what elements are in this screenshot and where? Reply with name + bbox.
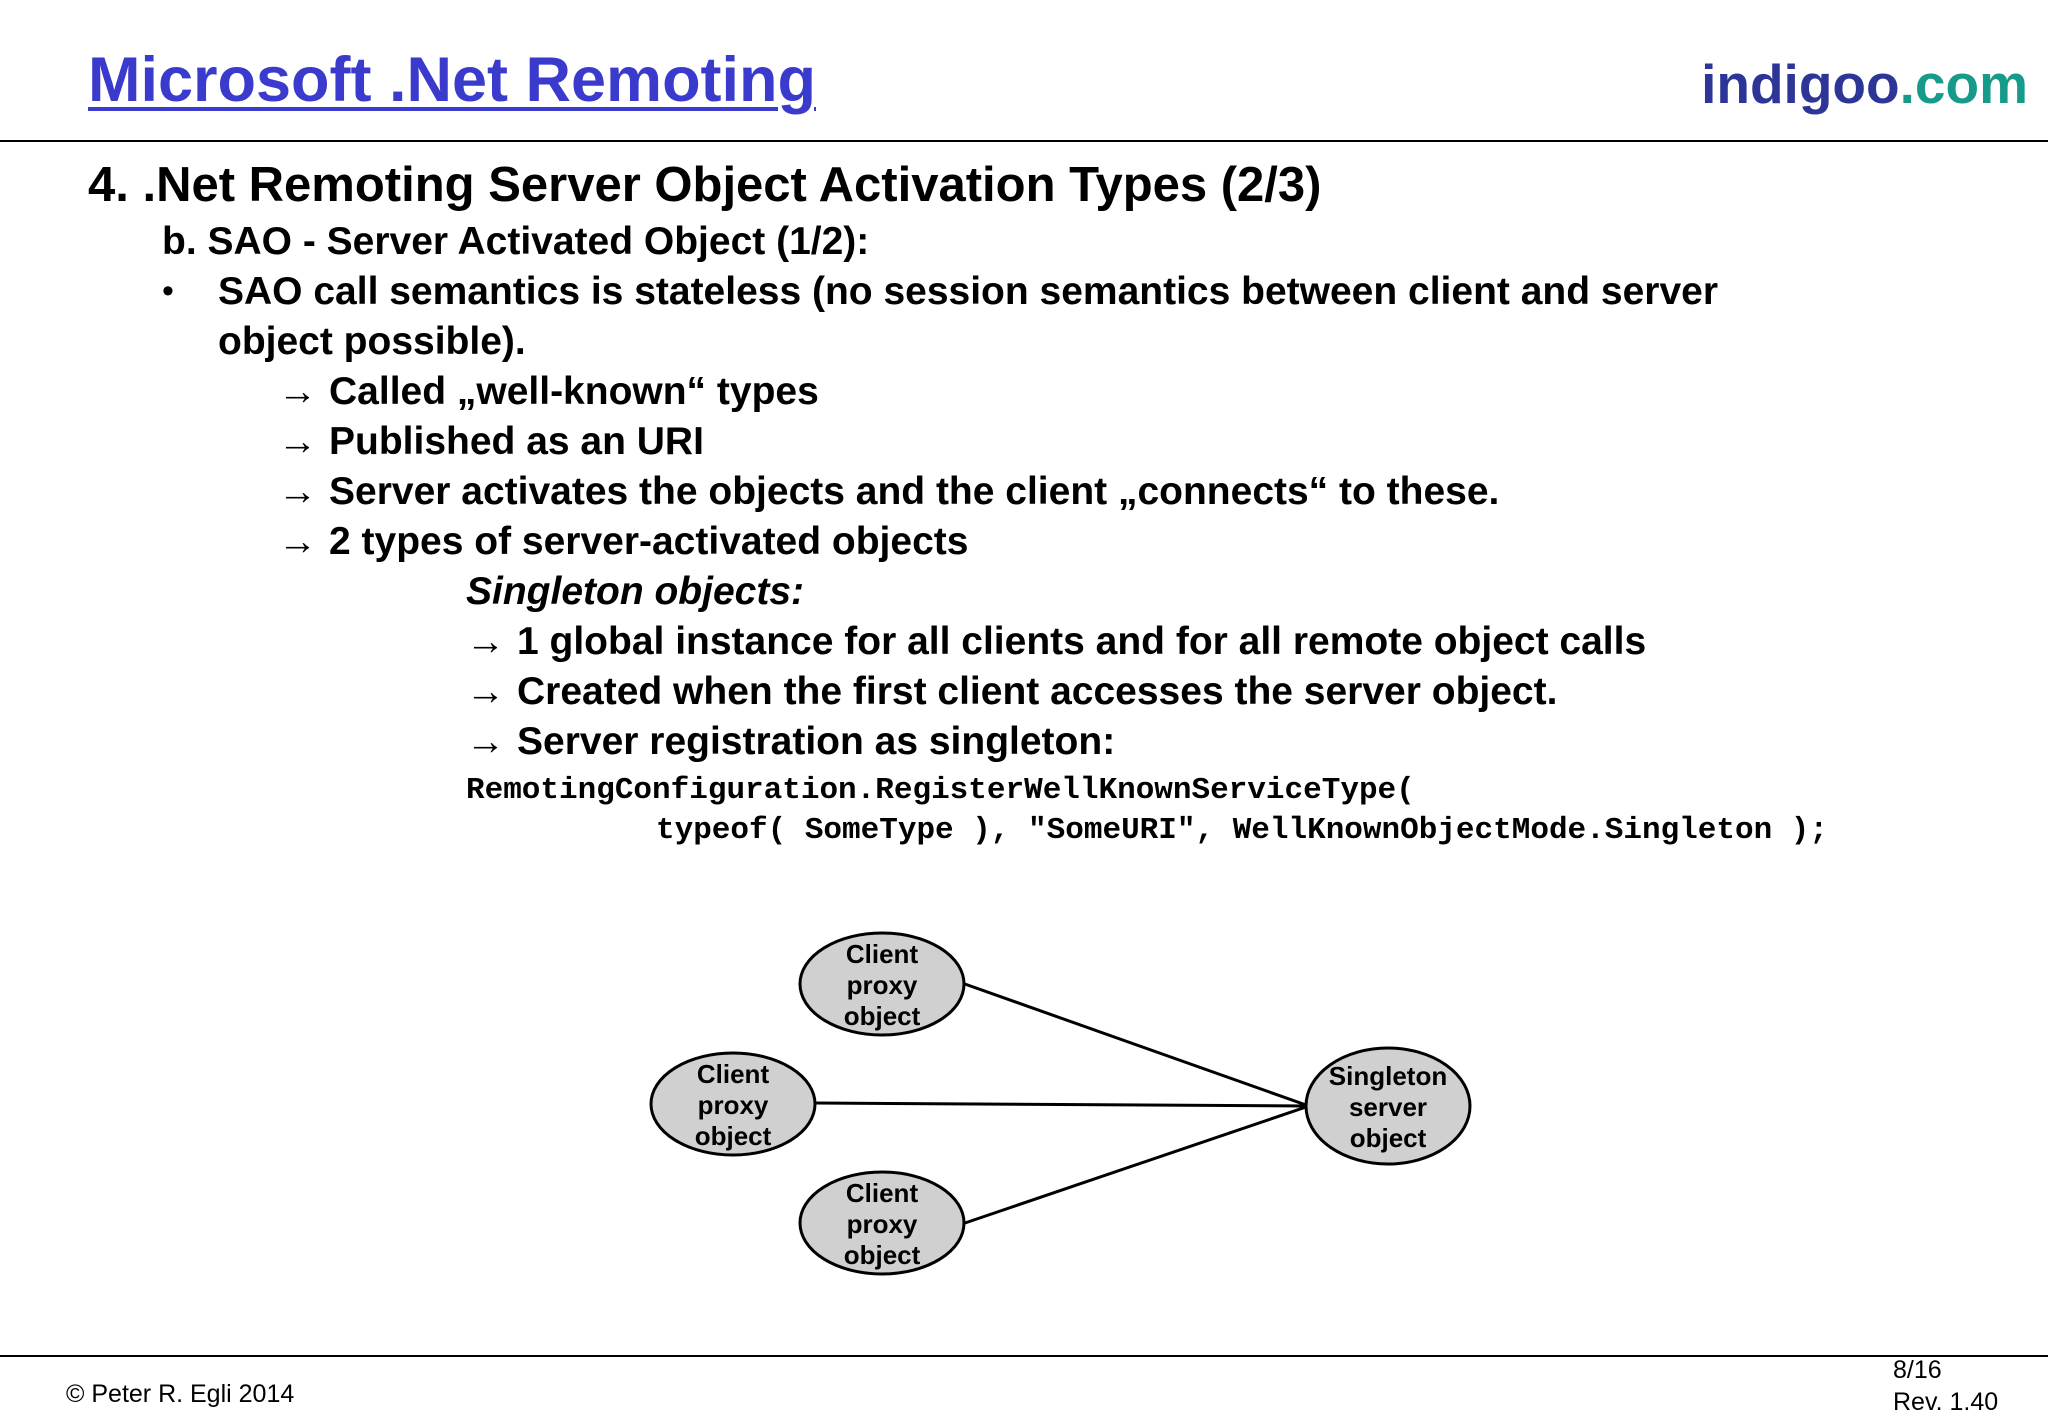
arrow-item-text: Called „well-known“ types bbox=[329, 370, 819, 413]
singleton-item-text: Created when the first client accesses t… bbox=[517, 670, 1558, 713]
header-divider bbox=[0, 140, 2048, 142]
node-label: object bbox=[844, 1240, 921, 1270]
singleton-server-node: Singleton server object bbox=[1304, 1046, 1472, 1166]
client-proxy-node: Client proxy object bbox=[798, 931, 966, 1037]
code-line-2: typeof( SomeType ), "SomeURI", WellKnown… bbox=[656, 813, 1828, 848]
arrow-item: → 2 types of server-activated objects bbox=[278, 520, 968, 564]
node-label: server bbox=[1349, 1092, 1427, 1122]
singleton-item-text: Server registration as singleton: bbox=[517, 720, 1116, 763]
arrow-icon: → bbox=[466, 620, 505, 663]
node-ellipse bbox=[798, 931, 966, 1037]
brand-name: indigoo bbox=[1701, 53, 1900, 115]
copyright: © Peter R. Egli 2014 bbox=[66, 1380, 295, 1408]
arrow-item: → Server activates the objects and the cl… bbox=[278, 470, 1499, 514]
arrow-item: → Published as an URI bbox=[278, 420, 704, 464]
arrow-icon: → bbox=[278, 420, 317, 463]
node-label: Client bbox=[697, 1059, 770, 1089]
bullet-text-line-2: object possible). bbox=[218, 320, 526, 363]
client-proxy-node: Client proxy object bbox=[649, 1051, 817, 1157]
section-heading: 4. .Net Remoting Server Object Activatio… bbox=[88, 158, 1322, 212]
brand-logo: indigoo.com bbox=[1701, 52, 2028, 116]
footer-divider bbox=[0, 1355, 2048, 1357]
client-proxy-node: Client proxy object bbox=[798, 1170, 966, 1276]
singleton-item-text: 1 global instance for all clients and fo… bbox=[517, 620, 1647, 663]
node-label: object bbox=[1350, 1123, 1427, 1153]
arrow-icon: → bbox=[278, 470, 317, 513]
singleton-item: → Server registration as singleton: bbox=[466, 720, 1115, 764]
connector-line bbox=[961, 981, 1307, 1107]
node-label: proxy bbox=[847, 970, 918, 1000]
node-ellipse bbox=[1304, 1046, 1472, 1166]
node-label: object bbox=[695, 1121, 772, 1151]
node-label: proxy bbox=[847, 1209, 918, 1239]
node-label: Client bbox=[846, 1178, 919, 1208]
brand-domain: .com bbox=[1899, 53, 2028, 115]
bullet-text-line-1: SAO call semantics is stateless (no sess… bbox=[218, 270, 1718, 313]
arrow-icon: → bbox=[278, 520, 317, 563]
arrow-icon: → bbox=[278, 370, 317, 413]
node-label: object bbox=[844, 1001, 921, 1031]
node-label: Client bbox=[846, 939, 919, 969]
node-label: Singleton bbox=[1329, 1061, 1447, 1091]
arrow-item-text: Published as an URI bbox=[329, 420, 704, 463]
page-title[interactable]: Microsoft .Net Remoting bbox=[88, 45, 817, 115]
singleton-heading: Singleton objects: bbox=[466, 570, 805, 613]
node-ellipse bbox=[649, 1051, 817, 1157]
arrow-item-text: 2 types of server-activated objects bbox=[329, 520, 969, 563]
arrow-icon: → bbox=[466, 720, 505, 763]
code-line-1: RemotingConfiguration.RegisterWellKnownS… bbox=[466, 773, 1415, 808]
arrow-item: → Called „well-known“ types bbox=[278, 370, 819, 414]
bullet-dot: • bbox=[162, 272, 174, 310]
singleton-item: → Created when the first client accesses … bbox=[466, 670, 1557, 714]
connector-line bbox=[814, 1101, 1307, 1108]
arrow-icon: → bbox=[466, 670, 505, 713]
singleton-item: → 1 global instance for all clients and f… bbox=[466, 620, 1646, 664]
arrow-item-text: Server activates the objects and the cli… bbox=[329, 470, 1500, 513]
node-ellipse bbox=[798, 1170, 966, 1276]
subsection-heading: b. SAO - Server Activated Object (1/2): bbox=[162, 220, 870, 263]
page-number: 8/16 bbox=[1893, 1356, 1942, 1384]
node-label: proxy bbox=[698, 1090, 769, 1120]
revision: Rev. 1.40 bbox=[1893, 1388, 1999, 1416]
connector-line bbox=[961, 1105, 1307, 1226]
